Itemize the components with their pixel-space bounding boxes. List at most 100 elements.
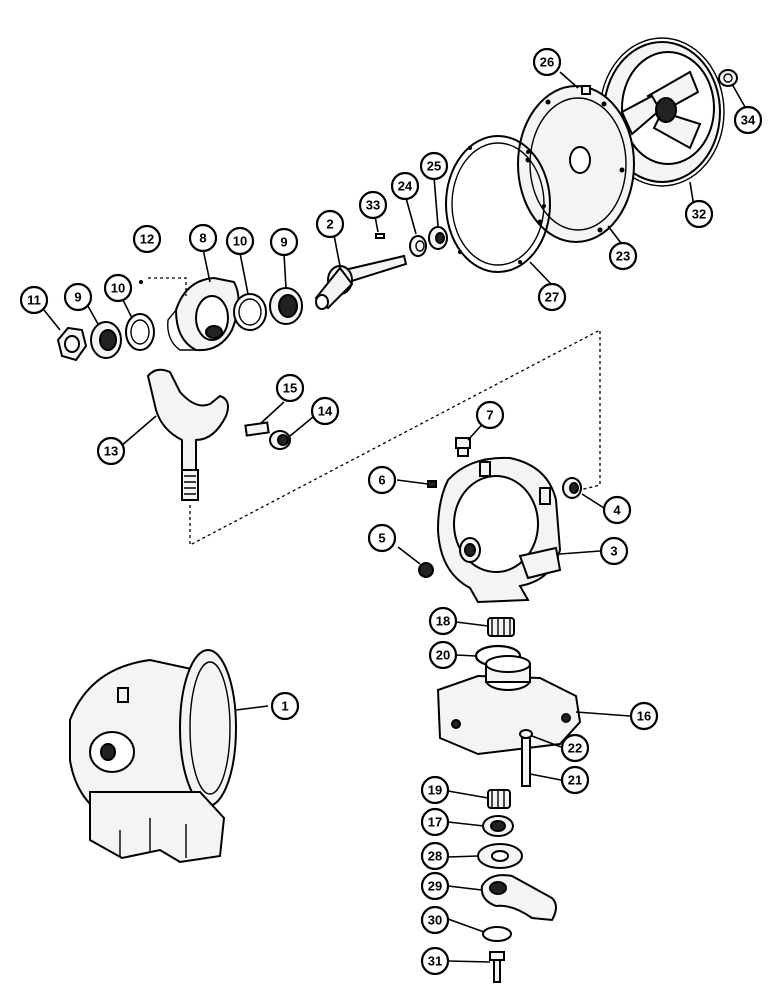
svg-text:31: 31 [428,954,442,969]
pivot-housing-part [167,276,240,352]
svg-text:23: 23 [616,249,630,264]
callout-23: 23 [608,241,638,271]
svg-text:25: 25 [427,159,441,174]
bearing-24-part [409,235,427,257]
callout-25: 25 [419,151,449,181]
callout-29: 29 [420,871,450,901]
seal-17-part [482,815,514,837]
leader-lines [43,71,746,963]
bearing-cone-9-left-part [90,321,122,359]
svg-text:14: 14 [318,404,333,419]
svg-text:28: 28 [428,849,442,864]
callout-5: 5 [367,523,397,553]
callout-27: 27 [537,282,567,312]
svg-text:10: 10 [233,234,247,249]
svg-text:10: 10 [111,281,125,296]
callout-18: 18 [428,606,458,636]
pin-15-part [244,421,270,437]
callout-8: 8 [188,223,218,253]
svg-text:1: 1 [281,699,288,714]
assembly-path [189,328,601,547]
washer-22-part [519,729,533,739]
hub-nut-part [718,69,738,87]
cover-plate-part [517,85,635,243]
cap-screw-part [581,85,591,95]
callout-28: 28 [420,841,450,871]
gasket-part [445,135,551,273]
mount-housing-16-part [436,655,582,756]
callout-21: 21 [560,765,590,795]
callout-9-right: 9 [269,227,299,257]
assembly-path-12 [148,277,187,296]
callout-6: 6 [367,465,397,495]
svg-text:12: 12 [140,232,154,247]
callout-3: 3 [599,536,629,566]
callout-24: 24 [390,171,420,201]
callout-34: 34 [733,105,763,135]
callout-12: 12 [132,224,162,254]
yoke-shaft-part [146,368,229,501]
lube-fitting-part [139,280,143,284]
bearing-cone-9-right-part [269,287,303,325]
svg-text:18: 18 [436,614,450,629]
callout-13: 13 [96,436,126,466]
bushing-4-part [562,477,582,499]
svg-text:27: 27 [545,290,559,305]
svg-text:29: 29 [428,879,442,894]
svg-text:13: 13 [104,444,118,459]
callout-31: 31 [420,946,450,976]
bearing-19-part [487,789,511,809]
svg-text:32: 32 [692,207,706,222]
svg-text:8: 8 [199,231,206,246]
callout-9-left: 9 [63,282,93,312]
callout-1: 1 [270,691,300,721]
bearing-cup-10-right-part [233,293,267,331]
callout-33: 33 [358,190,388,220]
svg-text:20: 20 [436,648,450,663]
bolt-21-part [521,737,531,787]
roll-pin-part [375,233,385,239]
svg-text:33: 33 [366,198,380,213]
callout-26: 26 [532,47,562,77]
bearing-25-part [428,226,448,250]
callout-10-left: 10 [103,273,133,303]
callout-15: 15 [275,373,305,403]
callout-20: 20 [428,640,458,670]
plug-5-part [418,562,434,578]
svg-text:3: 3 [610,544,617,559]
svg-text:2: 2 [326,217,333,232]
plug-6-part [427,480,437,488]
svg-text:30: 30 [428,913,442,928]
svg-text:4: 4 [613,503,621,518]
callouts: 1 2 3 4 5 6 7 8 9 9 10 10 11 12 13 14 15… [19,47,763,976]
bearing-cup-10-left-part [125,313,155,351]
hex-nut-part [56,326,88,362]
gearbox-housing-part [436,456,562,604]
svg-text:26: 26 [540,55,554,70]
svg-text:22: 22 [568,741,582,756]
callout-2: 2 [315,209,345,239]
crank-shaft-part [314,254,408,310]
svg-text:34: 34 [741,113,756,128]
breather-7-part [455,437,471,457]
callout-11: 11 [19,285,49,315]
callout-22: 22 [560,733,590,763]
svg-text:17: 17 [428,815,442,830]
callout-10-right: 10 [225,226,255,256]
bushing-14-part [269,430,291,450]
svg-text:7: 7 [486,408,493,423]
callout-30: 30 [420,905,450,935]
svg-text:16: 16 [637,709,651,724]
svg-text:15: 15 [283,381,297,396]
callout-16: 16 [629,701,659,731]
spacer-28-part [477,843,523,869]
washer-30-part [482,926,512,942]
crank-arm-29-part [480,874,557,922]
callout-19: 19 [420,775,450,805]
svg-text:6: 6 [378,473,385,488]
svg-text:19: 19 [428,783,442,798]
callout-17: 17 [420,807,450,837]
callout-32: 32 [684,199,714,229]
svg-text:9: 9 [74,290,81,305]
